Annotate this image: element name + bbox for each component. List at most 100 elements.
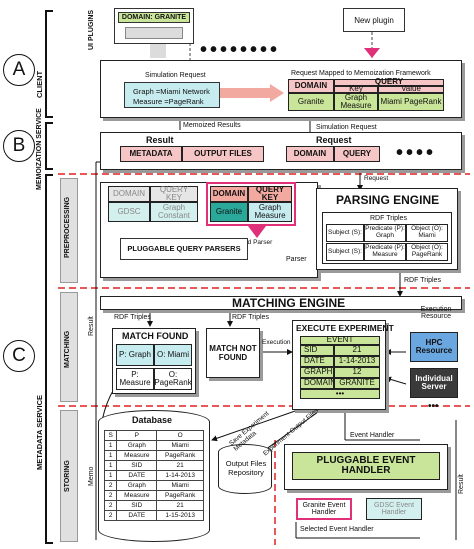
predicate-cell-1: Predicate (P): Graph [364,224,406,242]
db-cell: 2 [103,480,118,491]
marker-c: C [3,340,35,372]
match-found-title: MATCH FOUND [122,331,189,341]
memoized-results-label: Memoized Results [183,122,241,129]
storing-bar [60,410,78,542]
memo-ellipsis: •••• [396,142,437,164]
rdf-triples-left-label: RDF Triples [114,314,151,321]
memo-simulation-request-label: Simulation Request [316,124,377,131]
new-plugin-arrow [364,48,380,58]
predicate-cell-2: Predicate (P): Measure [364,243,406,261]
db-header-row: S P O [103,430,204,441]
graph-network-text: Graph =Miami Network [133,87,210,96]
matching-bar [60,292,78,402]
subject-cell-1: Subject (S): [326,224,364,242]
gdsc-domain-cell: GDSC [108,202,150,222]
gdsc-event-handler-box[interactable]: GDSC Event Handler [366,498,422,520]
db-cell: Measure [116,450,158,461]
db-cell: 21 [156,500,204,511]
db-cell: Miami [156,440,204,451]
domain-value: GRANITE [334,378,380,389]
map-arrow-head [270,84,284,102]
db-cell: 2 [103,510,118,521]
rdf-triples-right-label: RDF Triples [232,314,269,321]
ui-plugins-label: UI PLUGINS [88,9,95,50]
hpc-resource-box[interactable]: HPC Resource [410,332,458,362]
subject-cell-2: Subject (S): [326,243,364,261]
db-cell: Graph [116,440,158,451]
domain-granite-label: DOMAIN: GRANITE [118,12,190,23]
preprocessing-bar [60,178,78,283]
selected-event-handler-label: Selected Event Handler [300,526,374,533]
granite-plugin-arrow [150,44,166,58]
object-cell-1: Object (O): Miami [406,224,448,242]
db-cell: 1 [103,460,118,471]
matching-engine-bar [100,296,462,310]
gdsc-domain-header: DOMAIN [108,186,150,202]
memo-bracket [45,122,53,170]
db-cell: 1 [103,450,118,461]
new-plugin-button[interactable]: New plugin [343,8,405,32]
db-cell: DATE [116,470,158,481]
db-cell: SID [116,460,158,471]
memo-output-files-cell: OUTPUT FILES [182,146,264,162]
db-cell: Measure [116,490,158,501]
execute-experiment-title: EXECUTE EXPERIMENT [296,323,394,333]
pluggable-event-handler-box[interactable]: PLUGGABLE EVENT HANDLER [292,452,440,480]
date-key: DATE [300,356,334,367]
rdf-triples-title: RDF Triples [370,215,407,222]
db-cell: Miami [156,480,204,491]
mapped-value-header: Value [378,84,444,93]
memo-request-label: Request [316,135,352,145]
memo-metadata-cell: METADATA [120,146,182,162]
db-cell: 2 [103,500,118,511]
mapped-key-header: Key [334,84,378,93]
db-cell: 1 [103,470,118,481]
rdf-triples-out-label: RDF Triples [404,277,441,284]
granite-event-handler-box[interactable]: Granite Event Handler [296,498,352,520]
database-title: Database [132,415,173,425]
db-header-o: O [156,430,204,441]
granite-domain-header: DOMAIN [210,186,248,202]
graph-key: GRAPH [300,367,334,378]
db-header-p: P [116,430,158,441]
selected-parser-label: Selected Parser [226,239,273,246]
granite-query-key-header: QUERY KEY [248,185,292,202]
request-down-label: Request [364,175,389,182]
matching-engine-title: MATCHING ENGINE [232,296,346,310]
pluggable-parsers-box[interactable]: PLUGGABLE QUERY PARSERS [120,238,248,260]
marker-b: B [3,130,35,162]
execution-resource-label: Execution Resource [420,306,452,320]
map-arrow-body [220,88,270,98]
marker-a: A [3,54,35,86]
individual-server-box[interactable]: Individual Server [410,368,458,398]
event-header: EVENT [300,335,380,345]
db-cell: 21 [156,460,204,471]
execution-request-label: Execution Request [262,339,317,346]
granite-plugin-window[interactable]: DOMAIN: GRANITE [114,8,194,44]
client-bracket [45,10,53,118]
measure-pagerank-text: Measure =PageRank [133,97,204,106]
selected-parser-arrow [248,226,266,238]
mapped-granite-cell: Granite [288,93,334,111]
match-o-miami: O: Miami [154,344,192,366]
parsing-engine-title: PARSING ENGINE [336,193,440,207]
match-p-measure: P: Measure [116,368,154,390]
db-cell: PageRank [156,490,204,501]
rdf-triples-box [322,212,452,264]
db-cell: SID [116,500,158,511]
memo-domain-cell: DOMAIN [286,146,334,162]
result-left-label: Result [88,316,95,336]
object-cell-2: Object (O): PageRank [406,243,448,261]
client-ellipsis: •••••••• [200,39,281,61]
output-repo-label: Output Files Repository [225,459,267,477]
db-cell: 1-14-2013 [156,470,204,481]
gdsc-query-cell: Graph Constant [150,202,198,222]
mapped-key-cell: Graph Measure [334,93,378,111]
